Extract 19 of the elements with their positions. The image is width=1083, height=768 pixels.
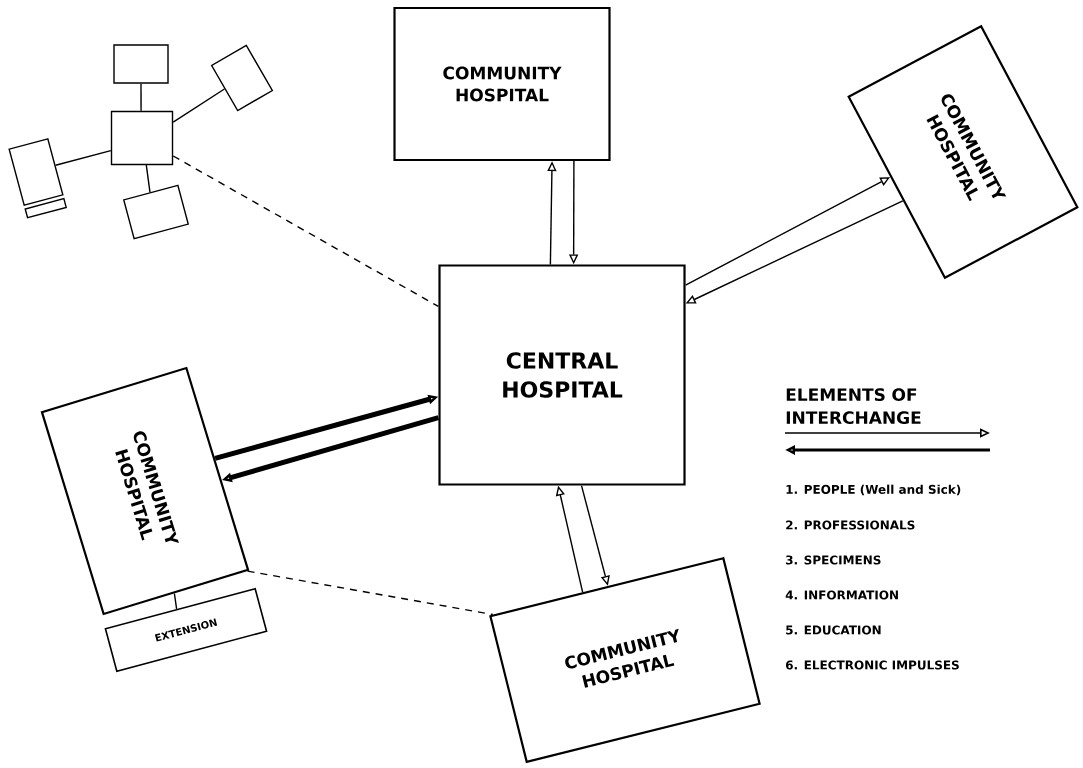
connector-line	[140, 83, 142, 112]
legend-item: 4. INFORMATION	[785, 590, 898, 600]
legend-item: 6. ELECTRONIC IMPULSES	[785, 660, 959, 670]
legend-item: 2. PROFESSIONALS	[786, 520, 915, 530]
connector-line	[145, 164, 151, 193]
connector-line	[54, 149, 112, 166]
legend-item: 1. PEOPLE (Well and Sick)	[786, 484, 961, 496]
network-box	[210, 44, 274, 112]
legend-item: 3. SPECIMENS	[786, 555, 881, 565]
dashed-line	[246, 570, 494, 616]
hospital-box: COMMUNITY HOSPITAL	[393, 6, 611, 162]
dashed-line	[172, 155, 440, 308]
legend-item: 5. EDUCATION	[786, 625, 881, 635]
network-box	[110, 110, 174, 166]
legend-heading: ELEMENTS OF INTERCHANGE	[786, 388, 921, 425]
connector-line	[172, 88, 226, 123]
network-box	[113, 44, 169, 84]
hospital-box: CENTRAL HOSPITAL	[438, 264, 686, 486]
connector-line	[173, 592, 178, 610]
